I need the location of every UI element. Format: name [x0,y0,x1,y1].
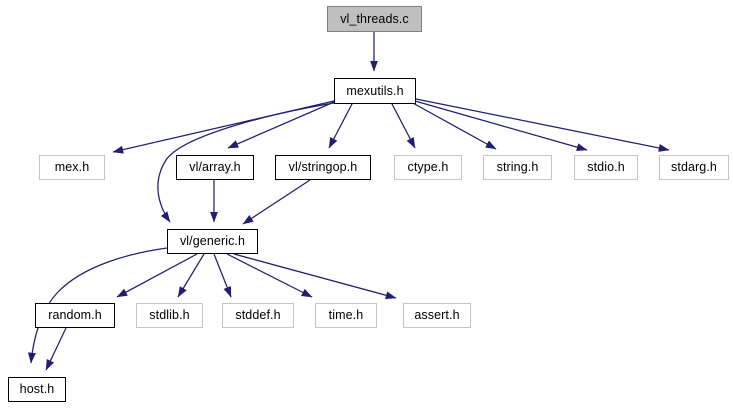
node-mexutils_h[interactable]: mexutils.h [334,78,416,104]
node-stddef_h[interactable]: stddef.h [222,303,294,328]
edge-mexutils_h-to-mex_h [112,100,335,154]
node-label: mexutils.h [346,83,404,98]
edge-vl_generic_h-to-stddef_h [213,253,232,298]
node-label: assert.h [414,308,460,323]
node-label: stdlib.h [149,308,190,323]
node-label: ctype.h [407,160,449,175]
node-stdio_h[interactable]: stdio.h [574,155,638,180]
edge-mexutils_h-to-ctype_h [391,103,416,149]
node-label: mex.h [54,160,90,175]
edge-random_h-to-host_h [45,327,67,371]
edge-vl_generic_h-to-assert_h [233,253,397,300]
node-time_h[interactable]: time.h [315,303,377,328]
edge-mexutils_h-to-stdarg_h [415,98,670,152]
node-vl_stringop_h[interactable]: vl/stringop.h [275,155,371,180]
node-label: stdio.h [587,160,625,175]
node-label: stddef.h [235,308,281,323]
node-ctype_h[interactable]: ctype.h [394,155,462,180]
node-label: vl/stringop.h [288,160,358,175]
node-label: host.h [19,382,55,397]
node-label: vl/array.h [189,160,241,175]
node-label: random.h [48,308,102,323]
edge-vl_generic_h-to-stdlib_h [177,253,205,298]
node-mex_h[interactable]: mex.h [39,155,105,180]
edge-vl_generic_h-to-time_h [226,253,313,298]
edge-mexutils_h-to-vl_stringop_h [328,103,353,149]
node-random_h[interactable]: random.h [35,303,115,328]
node-label: stdarg.h [671,160,717,175]
node-assert_h[interactable]: assert.h [403,303,471,328]
node-stdlib_h[interactable]: stdlib.h [136,303,203,328]
node-label: time.h [328,308,364,323]
node-stdarg_h[interactable]: stdarg.h [659,155,729,180]
node-string_h[interactable]: string.h [483,155,552,180]
edge-vl_generic_h-to-random_h [116,253,198,298]
node-vl_generic_h[interactable]: vl/generic.h [167,229,258,254]
node-label: string.h [496,160,539,175]
node-label: vl/generic.h [179,234,246,249]
node-vl_array_h[interactable]: vl/array.h [176,155,254,180]
edge-mexutils_h-to-vl_array_h [227,101,335,149]
node-label: vl_threads.c [340,11,409,26]
edge-mexutils_h-to-string_h [410,101,497,150]
edge-vl_stringop_h-to-vl_generic_h [242,179,311,225]
node-host_h[interactable]: host.h [8,377,66,402]
node-vl_threads_c[interactable]: vl_threads.c [327,6,422,32]
edge-mexutils_h-to-stdio_h [414,100,588,152]
